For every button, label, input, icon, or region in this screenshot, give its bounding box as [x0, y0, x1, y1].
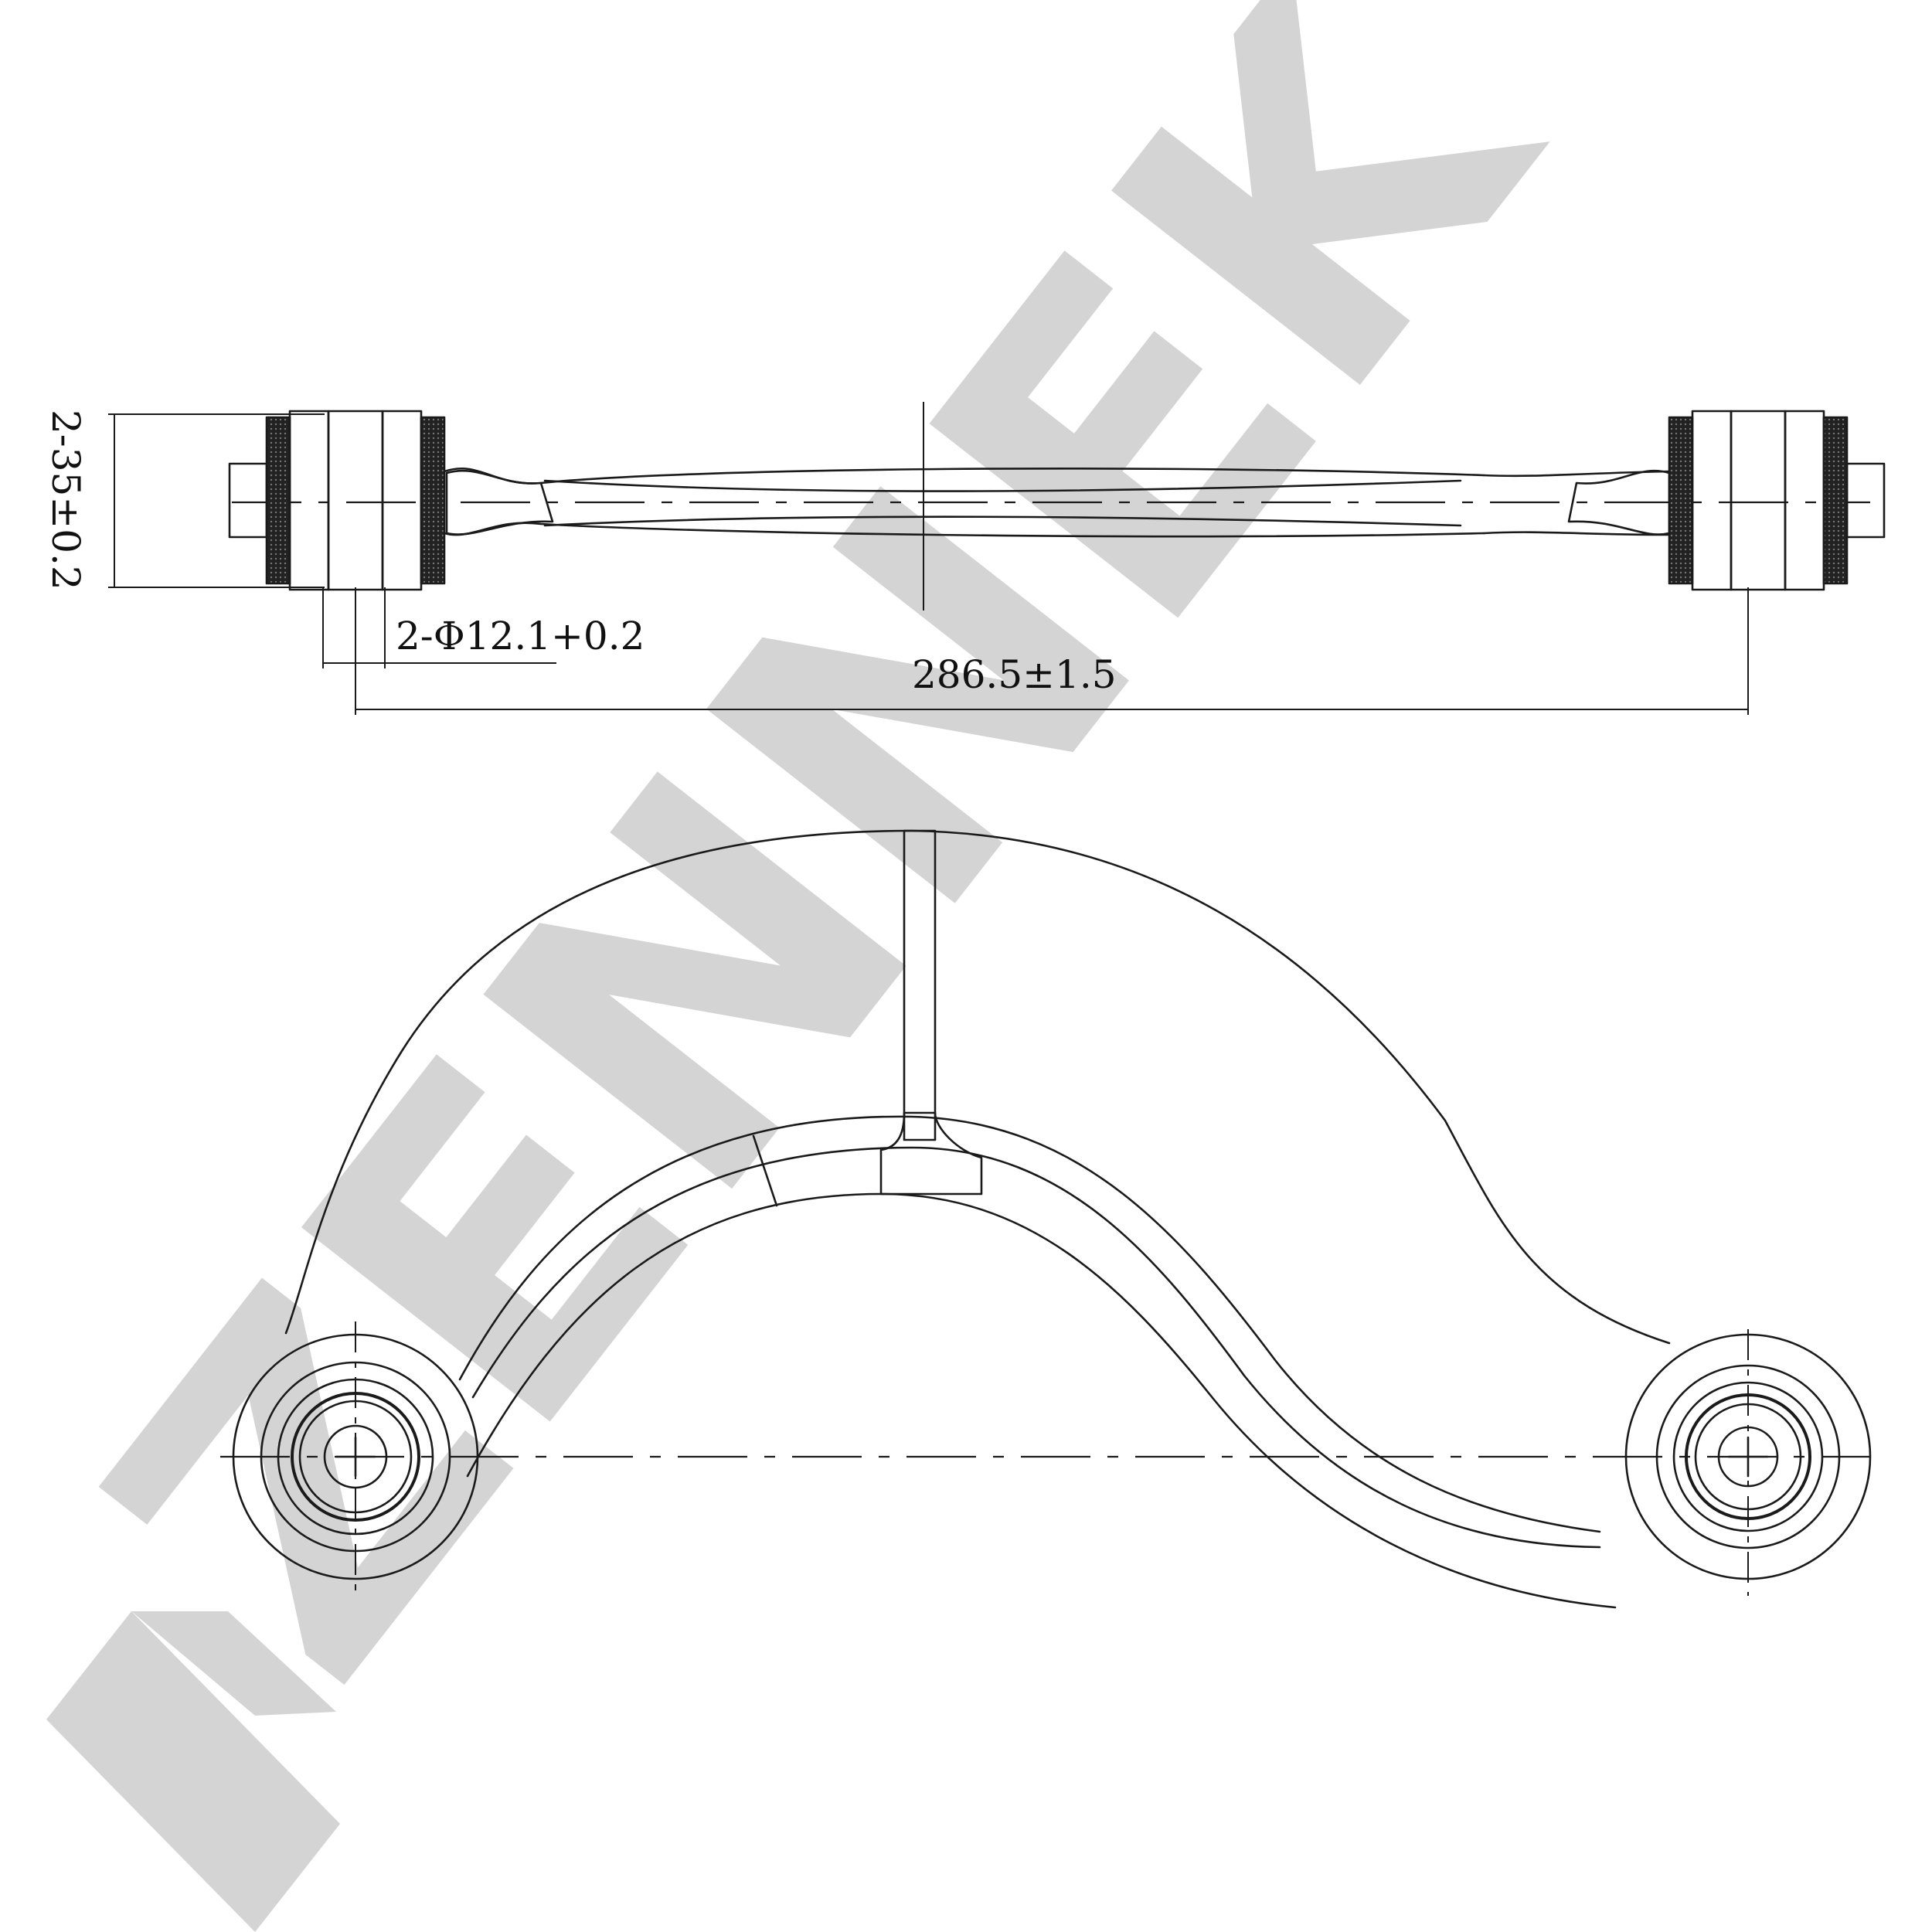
right-bushing-eye [1624, 1329, 1872, 1596]
side-view: 2-35±0.2 2-Φ12.1+0.2 286.5±1.5 [43, 402, 1886, 715]
left-bushing-eye [232, 1321, 479, 1596]
watermark-chevron [46, 1611, 340, 1932]
height-dimension-label: 2-35±0.2 [43, 410, 88, 590]
bore-dimension-label: 2-Φ12.1+0.2 [396, 614, 645, 658]
right-bushing-side [1668, 410, 1886, 591]
length-dimension-label: 286.5±1.5 [912, 652, 1117, 697]
left-bushing-side [228, 410, 446, 591]
plan-view [220, 829, 1872, 1609]
